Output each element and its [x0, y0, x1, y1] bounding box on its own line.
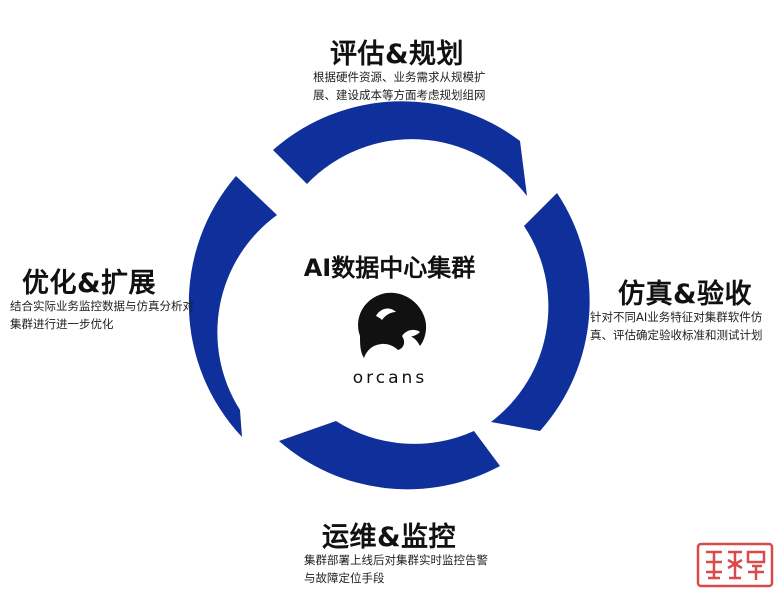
stage-desc-operate-monitor: 集群部署上线后对集群实时监控告警 与故障定位手段 — [304, 551, 488, 587]
desc-line: 集群进行进一步优化 — [10, 317, 114, 331]
desc-line: 根据硬件资源、业务需求从规模扩 — [313, 70, 486, 84]
stage-desc-evaluate-plan: 根据硬件资源、业务需求从规模扩 展、建设成本等方面考虑规划组网 — [313, 68, 486, 104]
arrow-segment-bottom — [279, 421, 500, 490]
arrow-segment-left — [188, 176, 277, 437]
desc-line: 针对不同AI业务特征对集群软件仿 — [590, 310, 763, 324]
stage-title-evaluate-plan: 评估&规划 — [330, 39, 465, 70]
stage-title-optimize-expand: 优化&扩展 — [22, 268, 157, 299]
desc-line: 真、评估确定验收标准和测试计划 — [590, 328, 763, 342]
stage-desc-simulate-accept: 针对不同AI业务特征对集群软件仿 真、评估确定验收标准和测试计划 — [590, 308, 763, 344]
center-title: AI数据中心集群 — [303, 254, 476, 282]
brand-wordmark: orcans — [352, 368, 428, 388]
desc-line: 展、建设成本等方面考虑规划组网 — [313, 88, 486, 102]
seal-stamp — [696, 542, 774, 588]
arrow-segment-right — [491, 193, 590, 431]
stage-title-simulate-accept: 仿真&验收 — [618, 279, 753, 310]
orca-whale-logo-icon — [358, 292, 427, 358]
desc-line: 集群部署上线后对集群实时监控告警 — [304, 553, 488, 567]
arrow-segment-top — [273, 101, 527, 196]
desc-line: 与故障定位手段 — [304, 571, 385, 585]
stage-title-operate-monitor: 运维&监控 — [322, 522, 457, 553]
stage-desc-optimize-expand: 结合实际业务监控数据与仿真分析对 集群进行进一步优化 — [10, 297, 194, 333]
desc-line: 结合实际业务监控数据与仿真分析对 — [10, 299, 194, 313]
